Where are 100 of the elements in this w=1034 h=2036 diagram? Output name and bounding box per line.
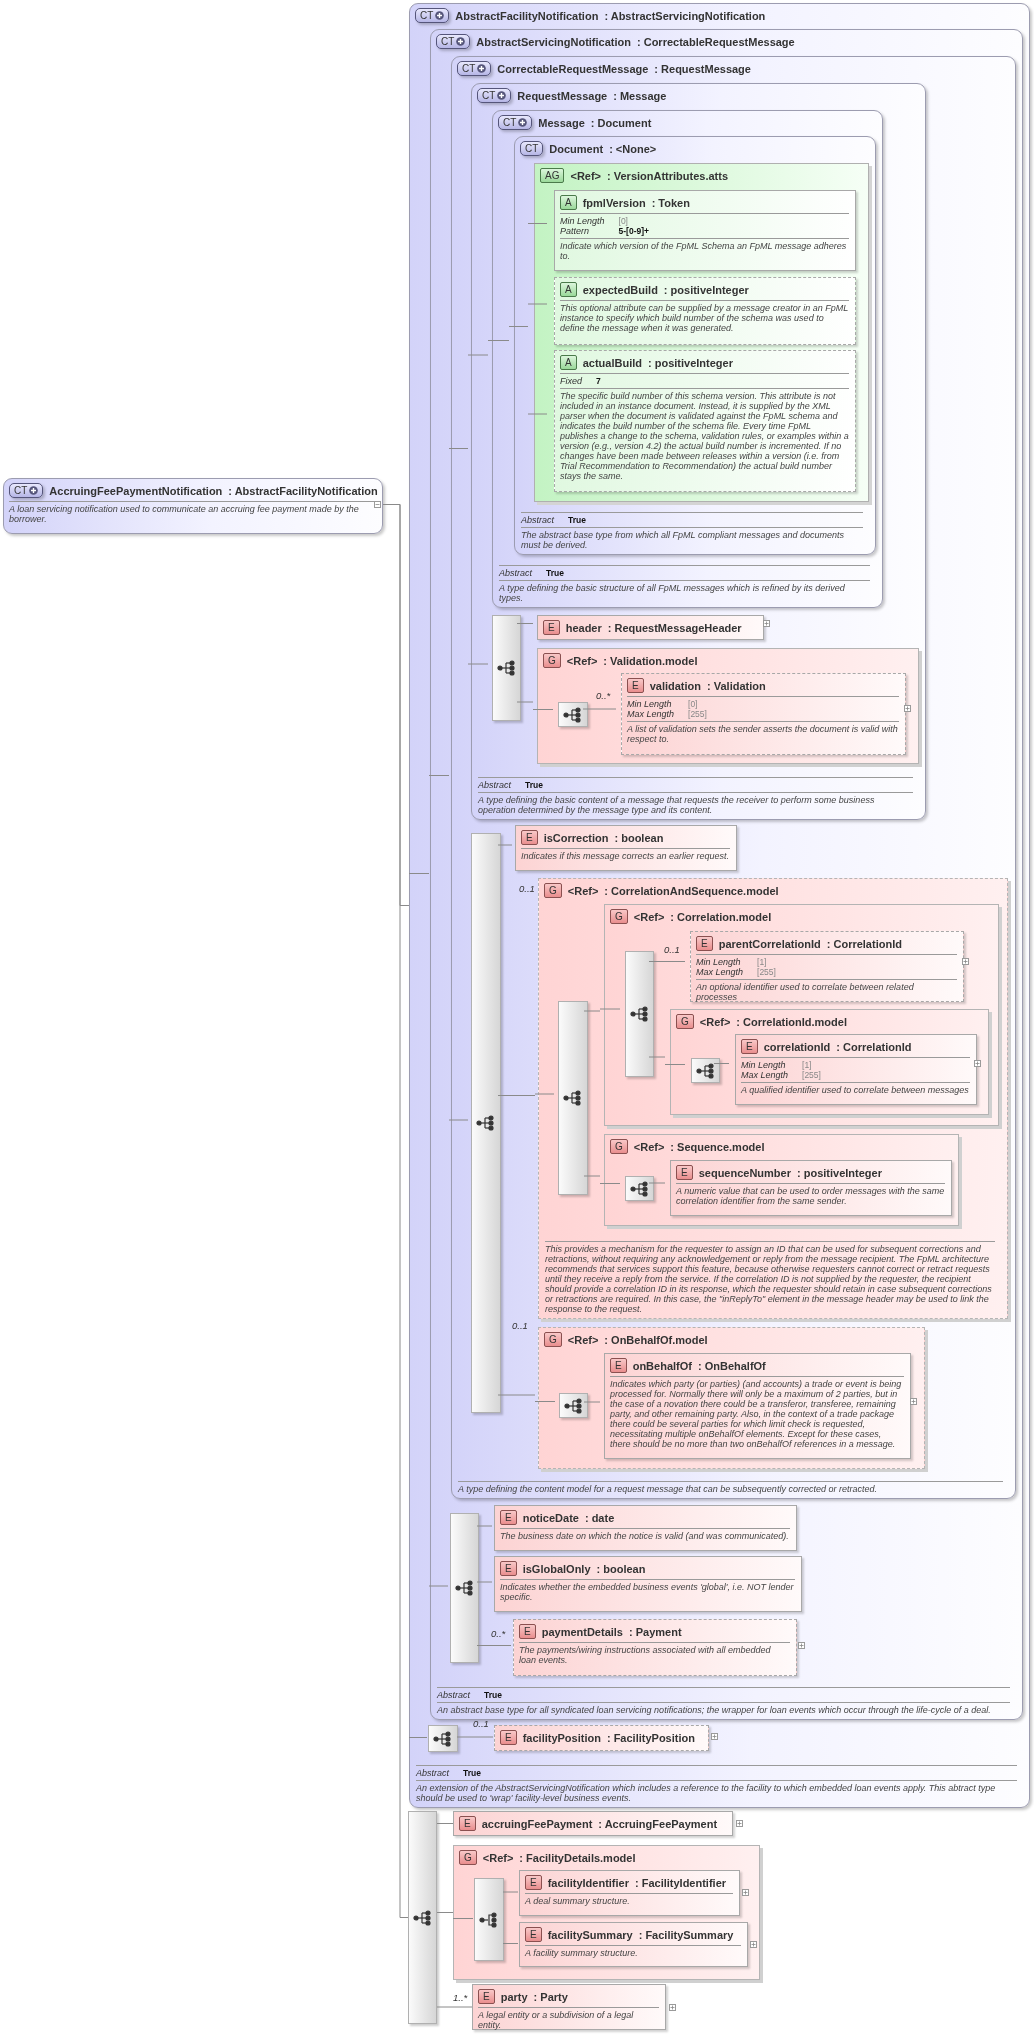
cardinality-label: 0..1: [512, 1320, 528, 1331]
description-text: The specific build number of this schema version. This attribute is not included in an instance document. Instead, it is supplied by the XML parser when the document is validated against the FpML schema and indicates the build number of the schema file. Every time FpML publishes a change to the schema, validation rules, or examples within a version (e.g., version 4.2) the actual build number is incremented. If no changes have been made between releases within a version (i.e. from Trial Recommendation to Recommendation) the actual build number stays the same.: [560, 391, 849, 481]
component-name: noticeDate: [522, 1511, 579, 1524]
type-name: : CorrelationId.model: [736, 1015, 847, 1028]
complex-type-box: [492, 110, 883, 608]
description-text: A type defining the content model for a request message that can be subsequently corrected or retracted.: [458, 1484, 878, 1494]
component-name: accruingFeePayment: [481, 1817, 593, 1830]
type-name: : Validation.model: [603, 654, 698, 667]
sequence-compositor: [625, 951, 654, 1077]
type-name: : CorrelationAndSequence.model: [604, 884, 779, 897]
facet-label: Abstract: [416, 1768, 449, 1778]
facet-label: Min Length: [627, 699, 673, 709]
element-box: [494, 1556, 802, 1612]
badge-label: CT: [503, 117, 517, 128]
facet-label: Abstract: [437, 1690, 470, 1700]
connector-line: [583, 1010, 601, 1012]
type-badge: G: [543, 653, 561, 668]
type-name: : VersionAttributes.atts: [607, 169, 729, 182]
type-badge: E: [521, 830, 538, 845]
element-box: [670, 1160, 952, 1216]
facet-label: Max Length: [627, 709, 675, 719]
optional-element-box: [690, 931, 964, 1002]
type-badge: E: [696, 936, 713, 951]
type-badge: G: [544, 883, 562, 898]
connector-line: [534, 1093, 555, 1095]
group-box: [453, 1845, 760, 1980]
choice-compositor: [474, 1878, 504, 1961]
component-name: <Ref>: [567, 1333, 599, 1346]
connector-line: [436, 1912, 454, 1913]
complex-type-box: [3, 478, 383, 534]
type-badge: G: [676, 1014, 694, 1029]
facet-value: True: [546, 568, 564, 578]
type-badge: E: [543, 620, 560, 635]
sequence-compositor: [558, 1001, 588, 1195]
sequence-compositor: [428, 1725, 458, 1752]
type-badge: G: [610, 1139, 628, 1154]
optional-group-box: [538, 1327, 925, 1469]
facet-value: [1]: [757, 957, 768, 967]
type-name: : date: [584, 1511, 615, 1524]
facet-value: [255]: [802, 1070, 821, 1080]
connector-line: [428, 775, 450, 776]
facet-label: Abstract: [478, 780, 511, 790]
connector-line: [476, 1645, 512, 1646]
element-box: [735, 1034, 977, 1105]
connector-line: [713, 1063, 730, 1064]
description-text: The abstract base type from which all FpML compliant messages and documents must be derived.: [521, 530, 845, 550]
component-name: isGlobalOnly: [522, 1562, 591, 1575]
element-box: [537, 615, 764, 640]
complex-type-box: [471, 83, 926, 820]
description-text: A numeric value that can be used to order messages with the same correlation identifier from the same sender.: [676, 1186, 945, 1206]
connector-line: [527, 413, 548, 415]
facet-value: 5-[0-9]+: [618, 226, 649, 236]
element-box: [604, 1353, 911, 1459]
facet-value: [0]: [688, 699, 699, 709]
description-text: A legal entity or a subdivision of a legal entity.: [478, 2010, 635, 2030]
description-text: An optional identifier used to correlate between related processes: [696, 982, 915, 1002]
connector-line: [648, 1182, 666, 1184]
type-name: : Token: [651, 196, 690, 209]
facet-label: Abstract: [499, 568, 532, 578]
optional-element-box: [621, 673, 906, 755]
cardinality-label: 0..1: [473, 1718, 489, 1729]
type-name: : AbstractServicingNotification: [604, 9, 766, 22]
connector-line: [467, 663, 489, 665]
type-name: : RequestMessage: [654, 62, 751, 75]
sequence-compositor: [558, 702, 588, 727]
component-name: party: [500, 1990, 528, 2003]
type-name: : positiveInteger: [663, 283, 749, 296]
component-name: <Ref>: [570, 169, 602, 182]
group-box: [604, 904, 999, 1126]
facet-label: Max Length: [696, 967, 744, 977]
element-box: [519, 1922, 748, 1967]
element-box: [515, 825, 737, 871]
attribute-group-box: [534, 163, 869, 502]
optional-element-box: [513, 1619, 797, 1676]
component-name: parentCorrelationId: [718, 937, 821, 950]
facet-value: [0]: [618, 216, 629, 226]
component-name: <Ref>: [633, 1140, 665, 1153]
connector-line: [408, 873, 430, 874]
description-text: This provides a mechanism for the requester to assign an ID that can be used for subsequent corrections and retractions, without requiring any acknowledgement or reply from the message recipient. The FpML architecture recommends that services support this feature, because otherwise requesters cannot correct or retract requests until they receive a reply from the service. If the correlation ID is not supplied by the requester, the recipient should provide a correlation ID in its response, which the requester should retain in case subsequent corrections or retractions are required. In this case, the "inReplyTo" element in the message header may be used to link the response to the request.: [545, 1244, 993, 1314]
connector-line: [452, 1918, 474, 1919]
type-name: : boolean: [596, 1562, 646, 1575]
description-text: A qualified identifier used to correlate between messages: [741, 1085, 970, 1095]
description-text: A loan servicing notification used to communicate an accruing fee payment made by the borrower.: [9, 504, 360, 524]
description-text: An abstract base type for all syndicated loan servicing notifications; the wrapper for loan events which occur through the life-cycle of a deal.: [437, 1705, 992, 1715]
type-name: : FacilityPosition: [606, 1731, 695, 1744]
description-text: The business date on which the notice is valid (and was communicated).: [500, 1531, 790, 1541]
optional-element-box: [494, 1725, 709, 1751]
facet-value: True: [568, 515, 586, 525]
cardinality-label: 0..1: [664, 944, 680, 955]
connector-line: [527, 303, 548, 305]
connector-line: [456, 1736, 494, 1738]
type-badge: G: [610, 909, 628, 924]
connector-line: [436, 2006, 473, 2008]
description-text: A type defining the basic structure of all FpML messages which is refined by its derived types.: [499, 583, 846, 603]
component-name: sequenceNumber: [698, 1166, 791, 1179]
sequence-compositor: [450, 1513, 479, 1663]
description-text: Indicates which party (or parties) (and accounts) a trade or event is being processed for. Normally there will only be a maximum of 2 parties, but in the case of a novation there could be a transferor, transferee, remaining party, and other remaining party. Also, in the context of a trade package there could be several parties for which limit check is requested, necessitating multiple onBehalfOf elements. Except for these cases, there should be no more than two onBehalfOf references in a message.: [610, 1379, 903, 1449]
type-name: : Correlation.model: [670, 910, 772, 923]
connector-line: [648, 1056, 666, 1058]
component-name: AbstractFacilityNotification: [455, 9, 599, 22]
